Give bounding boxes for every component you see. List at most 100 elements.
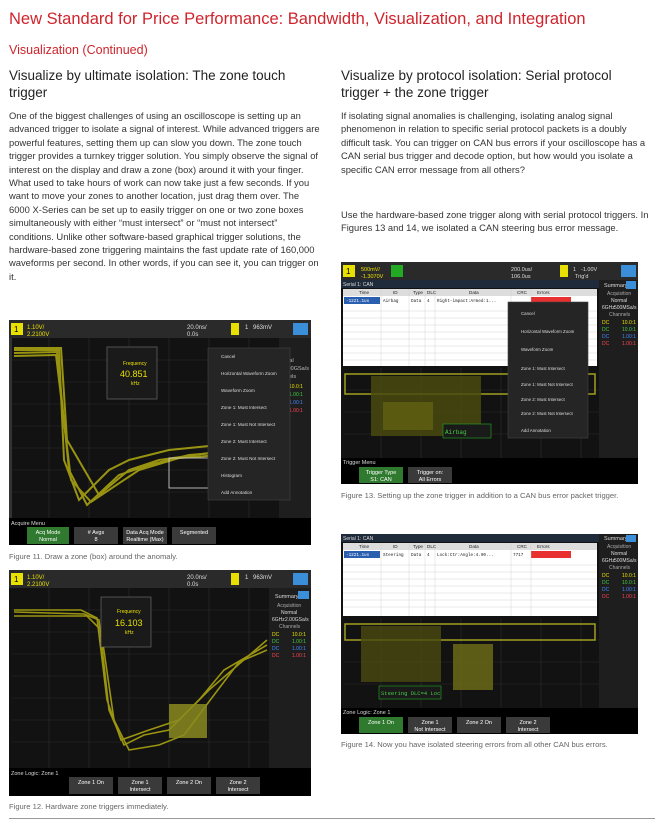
svg-text:Acquisition: Acquisition: [607, 544, 631, 550]
touch-icon[interactable]: [621, 265, 636, 277]
svg-text:Zone 2: Zone 2: [229, 780, 246, 786]
svg-text:Waveform Zoom: Waveform Zoom: [521, 347, 554, 352]
right-paragraph-1: If isolating signal anomalies is challen…: [341, 110, 646, 175]
svg-text:10.0:1: 10.0:1: [622, 320, 636, 326]
svg-text:963mV: 963mV: [253, 325, 272, 331]
svg-text:2.2100V: 2.2100V: [27, 582, 49, 588]
softkey[interactable]: [408, 717, 452, 733]
svg-text:10.0:1: 10.0:1: [622, 573, 636, 579]
svg-text:106.0us: 106.0us: [511, 274, 531, 280]
softkey[interactable]: [172, 527, 216, 544]
serial-title: Serial 1: CAN: [343, 282, 374, 288]
menu-item: Add Annotation: [221, 490, 253, 495]
svg-text:Time: Time: [359, 290, 369, 295]
svg-text:Intersect: Intersect: [227, 787, 249, 793]
svg-text:1.00:1: 1.00:1: [622, 341, 636, 347]
readout-value: 40.851: [120, 369, 148, 379]
footer-rule: [9, 818, 655, 819]
svg-text:1.00:1: 1.00:1: [292, 639, 306, 645]
softkey[interactable]: [123, 527, 167, 544]
svg-text:kHz: kHz: [131, 381, 140, 387]
svg-text:DC: DC: [602, 327, 610, 333]
svg-text:1.00:1: 1.00:1: [622, 334, 636, 340]
svg-text:DC: DC: [602, 573, 610, 579]
svg-text:Zone 2: Must Not Intersect: Zone 2: Must Not Intersect: [521, 411, 574, 416]
svg-text:Channels: Channels: [609, 565, 631, 571]
svg-text:Zone 1 On: Zone 1 On: [368, 720, 394, 726]
svg-text:7717: 7717: [513, 553, 524, 558]
time-delay: 0.0s: [187, 332, 198, 338]
softkey[interactable]: [74, 527, 118, 544]
softkey[interactable]: [359, 467, 403, 483]
svg-text:Summary: Summary: [604, 536, 628, 542]
svg-text:DC: DC: [602, 587, 610, 593]
menu-item: Zone 2: Must Not Intersect: [221, 456, 276, 461]
svg-text:2.00GSa/s: 2.00GSa/s: [285, 617, 309, 623]
svg-text:Channels: Channels: [609, 312, 631, 318]
svg-text:1.00:1: 1.00:1: [289, 408, 303, 414]
svg-text:500MSa/s: 500MSa/s: [614, 558, 637, 564]
softkey[interactable]: [506, 717, 550, 733]
softkey[interactable]: [167, 777, 211, 794]
svg-text:Normal: Normal: [611, 298, 627, 304]
menu-title: Zone Logic: Zone 1: [343, 710, 390, 716]
svg-text:ID: ID: [393, 290, 398, 295]
svg-text:DLC: DLC: [427, 290, 437, 295]
svg-text:Not Intersect: Not Intersect: [414, 727, 446, 733]
svg-text:6GHz: 6GHz: [602, 558, 615, 564]
svg-text:-1221.1us: -1221.1us: [346, 299, 370, 304]
softkey[interactable]: [69, 777, 113, 794]
waveform-burst: [361, 626, 441, 682]
svg-text:Normal: Normal: [611, 551, 627, 557]
svg-text:Normal: Normal: [39, 537, 57, 543]
svg-text:20.0ns/: 20.0ns/: [187, 575, 207, 581]
svg-text:Lock:Ctr:Angle:4.90...: Lock:Ctr:Angle:4.90...: [437, 553, 494, 558]
figure-12-screenshot: 1 1.10V/ 2.2100V 20.0ns/ 0.0s 1 963mV Fr…: [9, 570, 311, 796]
svg-text:2.00GSa/s: 2.00GSa/s: [283, 366, 309, 372]
svg-text:4: 4: [427, 299, 430, 304]
touch-icon[interactable]: [293, 573, 308, 585]
svg-text:1: 1: [346, 267, 351, 276]
svg-text:DC: DC: [602, 334, 610, 340]
svg-text:1.00:1: 1.00:1: [292, 653, 306, 659]
svg-text:S1: CAN: S1: CAN: [370, 477, 391, 483]
zone-box: [453, 644, 493, 690]
svg-text:1.10V/: 1.10V/: [27, 575, 45, 581]
svg-text:Time: Time: [359, 544, 369, 549]
touch-icon[interactable]: [293, 323, 308, 335]
svg-text:1: 1: [14, 325, 19, 334]
menu-item: Zone 2: Must Intersect: [221, 439, 267, 444]
softkey[interactable]: [216, 777, 260, 794]
figure-14-screenshot: Serial 1: CAN Time ID Type DLC Data CRC …: [341, 534, 638, 734]
decode-label: Airbag: [445, 429, 467, 436]
context-menu: [207, 347, 291, 501]
softkey[interactable]: [457, 717, 501, 733]
menu-title: Acquire Menu: [11, 521, 45, 527]
svg-text:Data: Data: [411, 299, 422, 304]
svg-text:Trigger Type: Trigger Type: [366, 470, 397, 476]
figure-13-caption: Figure 13. Setting up the zone trigger i…: [341, 491, 619, 500]
softkey[interactable]: [408, 467, 452, 483]
svg-text:1: 1: [245, 325, 249, 331]
menu-item: Waveform Zoom: [221, 388, 255, 393]
menu-item: Histogram: [221, 473, 242, 478]
svg-text:Zone 1: Must Not Intersect: Zone 1: Must Not Intersect: [521, 382, 574, 387]
svg-text:Errors: Errors: [537, 544, 550, 549]
softkey[interactable]: [359, 717, 403, 733]
svg-text:DC: DC: [602, 580, 610, 586]
svg-text:CRC: CRC: [517, 544, 528, 549]
ch-offset: 2.2100V: [27, 332, 49, 338]
menu-title: Zone Logic: Zone 1: [11, 771, 58, 777]
svg-text:kHz: kHz: [125, 630, 134, 636]
svg-text:Zone 1: Must Intersect: Zone 1: Must Intersect: [521, 366, 565, 371]
svg-text:Summary: Summary: [604, 283, 628, 289]
softkey[interactable]: [118, 777, 162, 794]
svg-text:4: 4: [427, 553, 430, 558]
svg-text:1.00:1: 1.00:1: [292, 646, 306, 652]
svg-text:6GHz: 6GHz: [272, 617, 285, 623]
svg-text:10.0:1: 10.0:1: [622, 580, 636, 586]
svg-text:Zone 2 On: Zone 2 On: [176, 780, 202, 786]
svg-text:Frequency: Frequency: [123, 361, 147, 367]
svg-text:500mV/: 500mV/: [361, 267, 380, 273]
softkey[interactable]: [27, 527, 69, 544]
